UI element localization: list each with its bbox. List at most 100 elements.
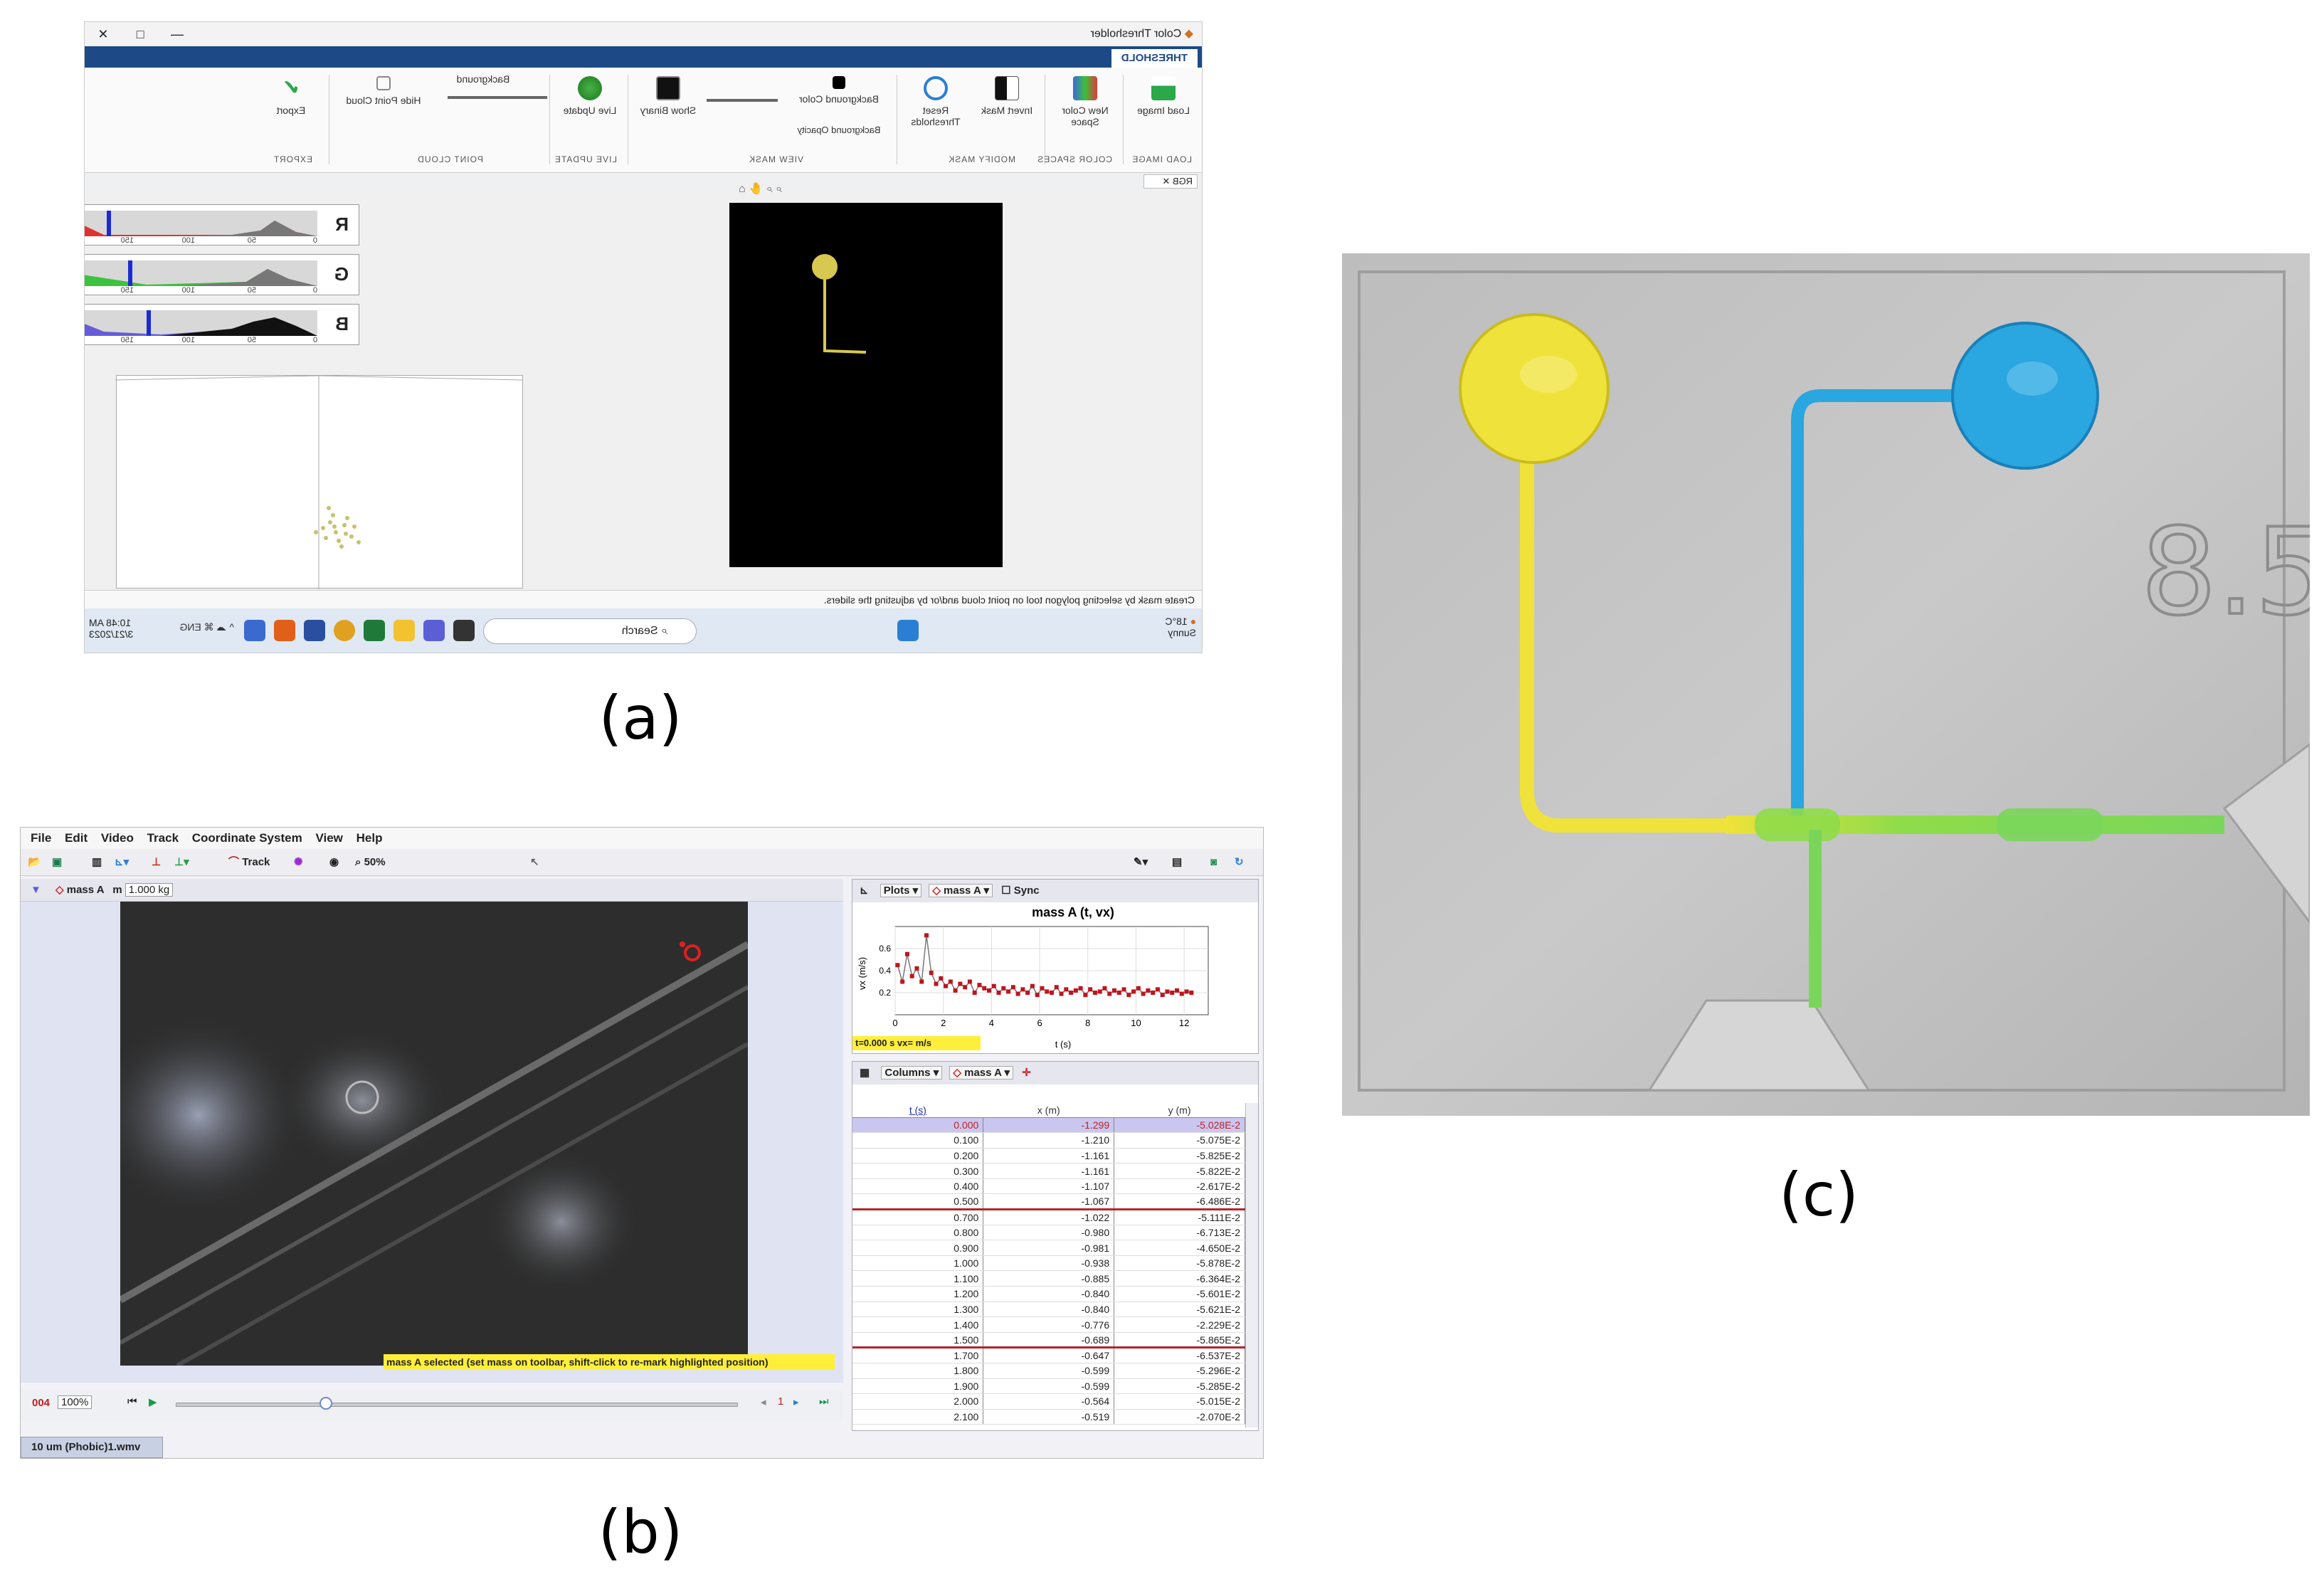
- table-cell[interactable]: 0.000: [852, 1117, 984, 1134]
- autotracker-icon[interactable]: ✺: [294, 856, 303, 868]
- step-size[interactable]: 1: [778, 1395, 784, 1408]
- table-track-dropdown[interactable]: ◇ mass A ▾: [949, 1066, 1014, 1080]
- table-row[interactable]: 1.400-0.776-2.229E-2: [852, 1316, 1245, 1333]
- data-point[interactable]: [1001, 986, 1006, 991]
- table-row[interactable]: 0.200-1.161-5.825E-2: [852, 1148, 1245, 1164]
- table-cell[interactable]: 0.900: [852, 1240, 984, 1256]
- notes-icon[interactable]: ▤: [1172, 856, 1183, 868]
- table-row[interactable]: 1.000-0.938-5.878E-2: [852, 1255, 1245, 1272]
- open-folder-icon[interactable]: 📂: [28, 856, 41, 868]
- table-cell[interactable]: 0.200: [852, 1148, 984, 1164]
- plot-track-dropdown[interactable]: ◇ mass A ▾: [929, 884, 993, 897]
- track-name[interactable]: mass A: [66, 884, 105, 896]
- table-cell[interactable]: 2.000: [852, 1393, 984, 1410]
- sync-checkbox[interactable]: ☐ Sync: [1001, 885, 1040, 897]
- data-point[interactable]: [1015, 991, 1020, 996]
- table-cell[interactable]: 0.800: [852, 1225, 984, 1241]
- background-opacity-control[interactable]: Background Opacity: [789, 125, 889, 135]
- data-point[interactable]: [1151, 991, 1156, 995]
- end-icon[interactable]: ⏭: [819, 1395, 829, 1408]
- data-point[interactable]: [991, 983, 996, 988]
- table-row[interactable]: 1.100-0.885-6.364E-2: [852, 1270, 1245, 1287]
- data-point[interactable]: [1078, 986, 1083, 991]
- table-cell[interactable]: -1.161: [983, 1163, 1115, 1179]
- table-cell[interactable]: -5.822E-2: [1114, 1163, 1245, 1179]
- data-point[interactable]: [1175, 988, 1179, 993]
- data-point[interactable]: [1184, 989, 1189, 994]
- plots-dropdown[interactable]: Plots ▾: [880, 884, 922, 897]
- track-menu-icon[interactable]: ▼: [31, 884, 41, 896]
- video-frame[interactable]: [120, 902, 748, 1366]
- show-binary-button[interactable]: Show Binary: [633, 73, 704, 116]
- data-point[interactable]: [909, 973, 914, 978]
- table-cell[interactable]: -0.599: [983, 1363, 1115, 1379]
- data-point[interactable]: [1126, 993, 1131, 998]
- table-cell[interactable]: -5.111E-2: [1114, 1209, 1245, 1225]
- data-point[interactable]: [1116, 991, 1121, 995]
- tape-measure-icon[interactable]: ⊥: [152, 856, 162, 868]
- data-point[interactable]: [1025, 991, 1030, 995]
- data-point[interactable]: [1146, 988, 1151, 993]
- data-point[interactable]: [1189, 991, 1194, 995]
- app-icon[interactable]: [244, 620, 265, 641]
- table-cell[interactable]: 1.300: [852, 1302, 984, 1318]
- data-point[interactable]: [1131, 989, 1136, 994]
- word-icon[interactable]: [304, 620, 325, 641]
- table-cell[interactable]: -0.840: [983, 1302, 1115, 1318]
- table-cell[interactable]: -0.599: [983, 1378, 1115, 1395]
- menu-view[interactable]: View: [315, 831, 343, 845]
- menu-video[interactable]: Video: [100, 831, 134, 845]
- table-cell[interactable]: -6.364E-2: [1114, 1270, 1245, 1287]
- background-slider-track[interactable]: [448, 96, 547, 99]
- table-cell[interactable]: -0.981: [983, 1240, 1115, 1256]
- timeline-thumb[interactable]: [319, 1397, 332, 1410]
- table-cell[interactable]: -5.285E-2: [1114, 1378, 1245, 1395]
- data-point[interactable]: [1045, 989, 1050, 994]
- data-point[interactable]: [1064, 987, 1069, 992]
- maximize-button[interactable]: □: [136, 27, 144, 41]
- data-point[interactable]: [1059, 991, 1064, 996]
- table-cell[interactable]: 1.700: [852, 1347, 984, 1363]
- data-point[interactable]: [1010, 985, 1015, 990]
- data-point[interactable]: [1040, 986, 1045, 991]
- table-cell[interactable]: -1.067: [983, 1193, 1115, 1211]
- data-point[interactable]: [1006, 989, 1011, 994]
- table-cell[interactable]: 1.900: [852, 1378, 984, 1395]
- data-point[interactable]: [929, 971, 934, 976]
- data-point[interactable]: [1030, 983, 1035, 988]
- table-row[interactable]: 0.300-1.161-5.822E-2: [852, 1163, 1245, 1179]
- pencil-icon[interactable]: ✎▾: [1134, 856, 1148, 868]
- table-row[interactable]: 1.200-0.840-5.601E-2: [852, 1286, 1245, 1302]
- table-cell[interactable]: -0.840: [983, 1286, 1115, 1302]
- data-point[interactable]: [977, 983, 982, 988]
- table-cell[interactable]: -0.647: [983, 1347, 1115, 1363]
- weather-widget[interactable]: ● 18°C Sunny: [1125, 616, 1196, 638]
- table-cell[interactable]: -1.107: [983, 1178, 1115, 1195]
- table-cell[interactable]: 0.300: [852, 1163, 984, 1179]
- table-cell[interactable]: 1.200: [852, 1286, 984, 1302]
- table-cell[interactable]: -0.776: [983, 1316, 1115, 1333]
- table-cell[interactable]: -6.713E-2: [1114, 1225, 1245, 1241]
- data-point[interactable]: [934, 981, 939, 986]
- background-color-button[interactable]: Background Color: [789, 73, 889, 105]
- table-cell[interactable]: -2.070E-2: [1114, 1409, 1245, 1425]
- clock[interactable]: 10:48 AM 3/21/2023: [89, 617, 163, 640]
- columns-dropdown[interactable]: Columns ▾: [881, 1066, 943, 1080]
- data-point[interactable]: [895, 963, 900, 968]
- invert-mask-button[interactable]: Invert Mask: [971, 73, 1042, 116]
- table-cell[interactable]: -1.161: [983, 1148, 1115, 1164]
- table-cell[interactable]: 0.500: [852, 1193, 984, 1211]
- reset-icon[interactable]: ⏮: [127, 1395, 137, 1408]
- export-button[interactable]: ✔Export: [255, 73, 327, 116]
- table-row[interactable]: 0.900-0.981-4.650E-2: [852, 1240, 1245, 1256]
- track-button[interactable]: ⌒ Track: [228, 855, 270, 870]
- data-point[interactable]: [963, 985, 968, 990]
- play-icon[interactable]: ▶: [149, 1396, 157, 1408]
- live-update-button[interactable]: Live Update: [554, 73, 625, 116]
- table-row[interactable]: 0.800-0.980-6.713E-2: [852, 1225, 1245, 1241]
- teams-icon[interactable]: [423, 620, 445, 641]
- table-cell[interactable]: 0.400: [852, 1178, 984, 1195]
- data-point[interactable]: [1112, 988, 1116, 993]
- table-cell[interactable]: -6.537E-2: [1114, 1347, 1245, 1363]
- histogram-b[interactable]: B 0 50 100 150 200 250: [84, 304, 359, 345]
